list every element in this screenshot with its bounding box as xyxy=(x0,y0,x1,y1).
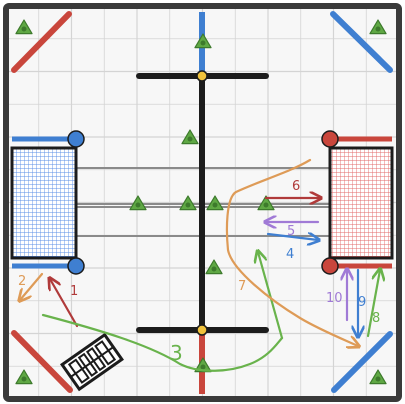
corner-bar-bottom-right xyxy=(331,331,393,393)
corner-bars xyxy=(11,11,393,393)
triball-center xyxy=(375,376,381,382)
triball-center xyxy=(200,364,206,370)
field-wall xyxy=(3,3,402,402)
triball-center xyxy=(263,202,269,208)
path-6-label: 6 xyxy=(292,179,300,194)
blue-goal-post-bottom xyxy=(67,257,85,275)
robot-icon xyxy=(60,332,124,392)
path-8-label: 8 xyxy=(372,311,380,326)
barrier-joint-top xyxy=(196,70,208,82)
path-3-arrow xyxy=(41,313,284,372)
path-7-arrow xyxy=(225,158,358,346)
path-10-label: 10 xyxy=(326,291,343,306)
goal-rails xyxy=(12,136,392,269)
corner-bar-bottom-left xyxy=(11,330,73,393)
path-3-label: 3 xyxy=(170,341,183,365)
corner-bar-top-right xyxy=(330,11,393,73)
path-2-arrow xyxy=(20,272,44,300)
red-goal-post-bottom xyxy=(321,257,339,275)
path-labels: 1 2 3 4 5 6 7 8 9 10 xyxy=(18,179,380,365)
path-4-label: 4 xyxy=(286,247,294,262)
path-4-arrow xyxy=(266,234,318,240)
triball-center xyxy=(21,26,27,32)
red-goal-net xyxy=(328,146,394,260)
triball-center xyxy=(135,202,141,208)
path-9-label: 9 xyxy=(358,295,366,310)
path-5-label: 5 xyxy=(287,224,295,239)
triball-center xyxy=(21,376,27,382)
blue-goal-post-top xyxy=(67,130,85,148)
triball-center xyxy=(211,266,217,272)
path-8-arrow xyxy=(366,270,380,338)
triball-center xyxy=(200,40,206,46)
triball-center xyxy=(185,202,191,208)
triball-center xyxy=(187,136,193,142)
path-3-arrow-tail xyxy=(258,252,284,340)
triball-center xyxy=(212,202,218,208)
triballs xyxy=(15,19,387,385)
red-goal-post-top xyxy=(321,130,339,148)
corner-bar-top-left xyxy=(11,11,72,73)
path-1-arrow xyxy=(50,279,79,328)
barrier-joint-bottom xyxy=(196,324,208,336)
path-1-label: 1 xyxy=(70,284,78,299)
path-7-label: 7 xyxy=(238,279,246,294)
path-arrows xyxy=(20,158,380,372)
path-2-label: 2 xyxy=(18,274,26,289)
goal-posts xyxy=(67,130,339,275)
blue-goal-net xyxy=(10,146,78,260)
triball-center xyxy=(375,26,381,32)
